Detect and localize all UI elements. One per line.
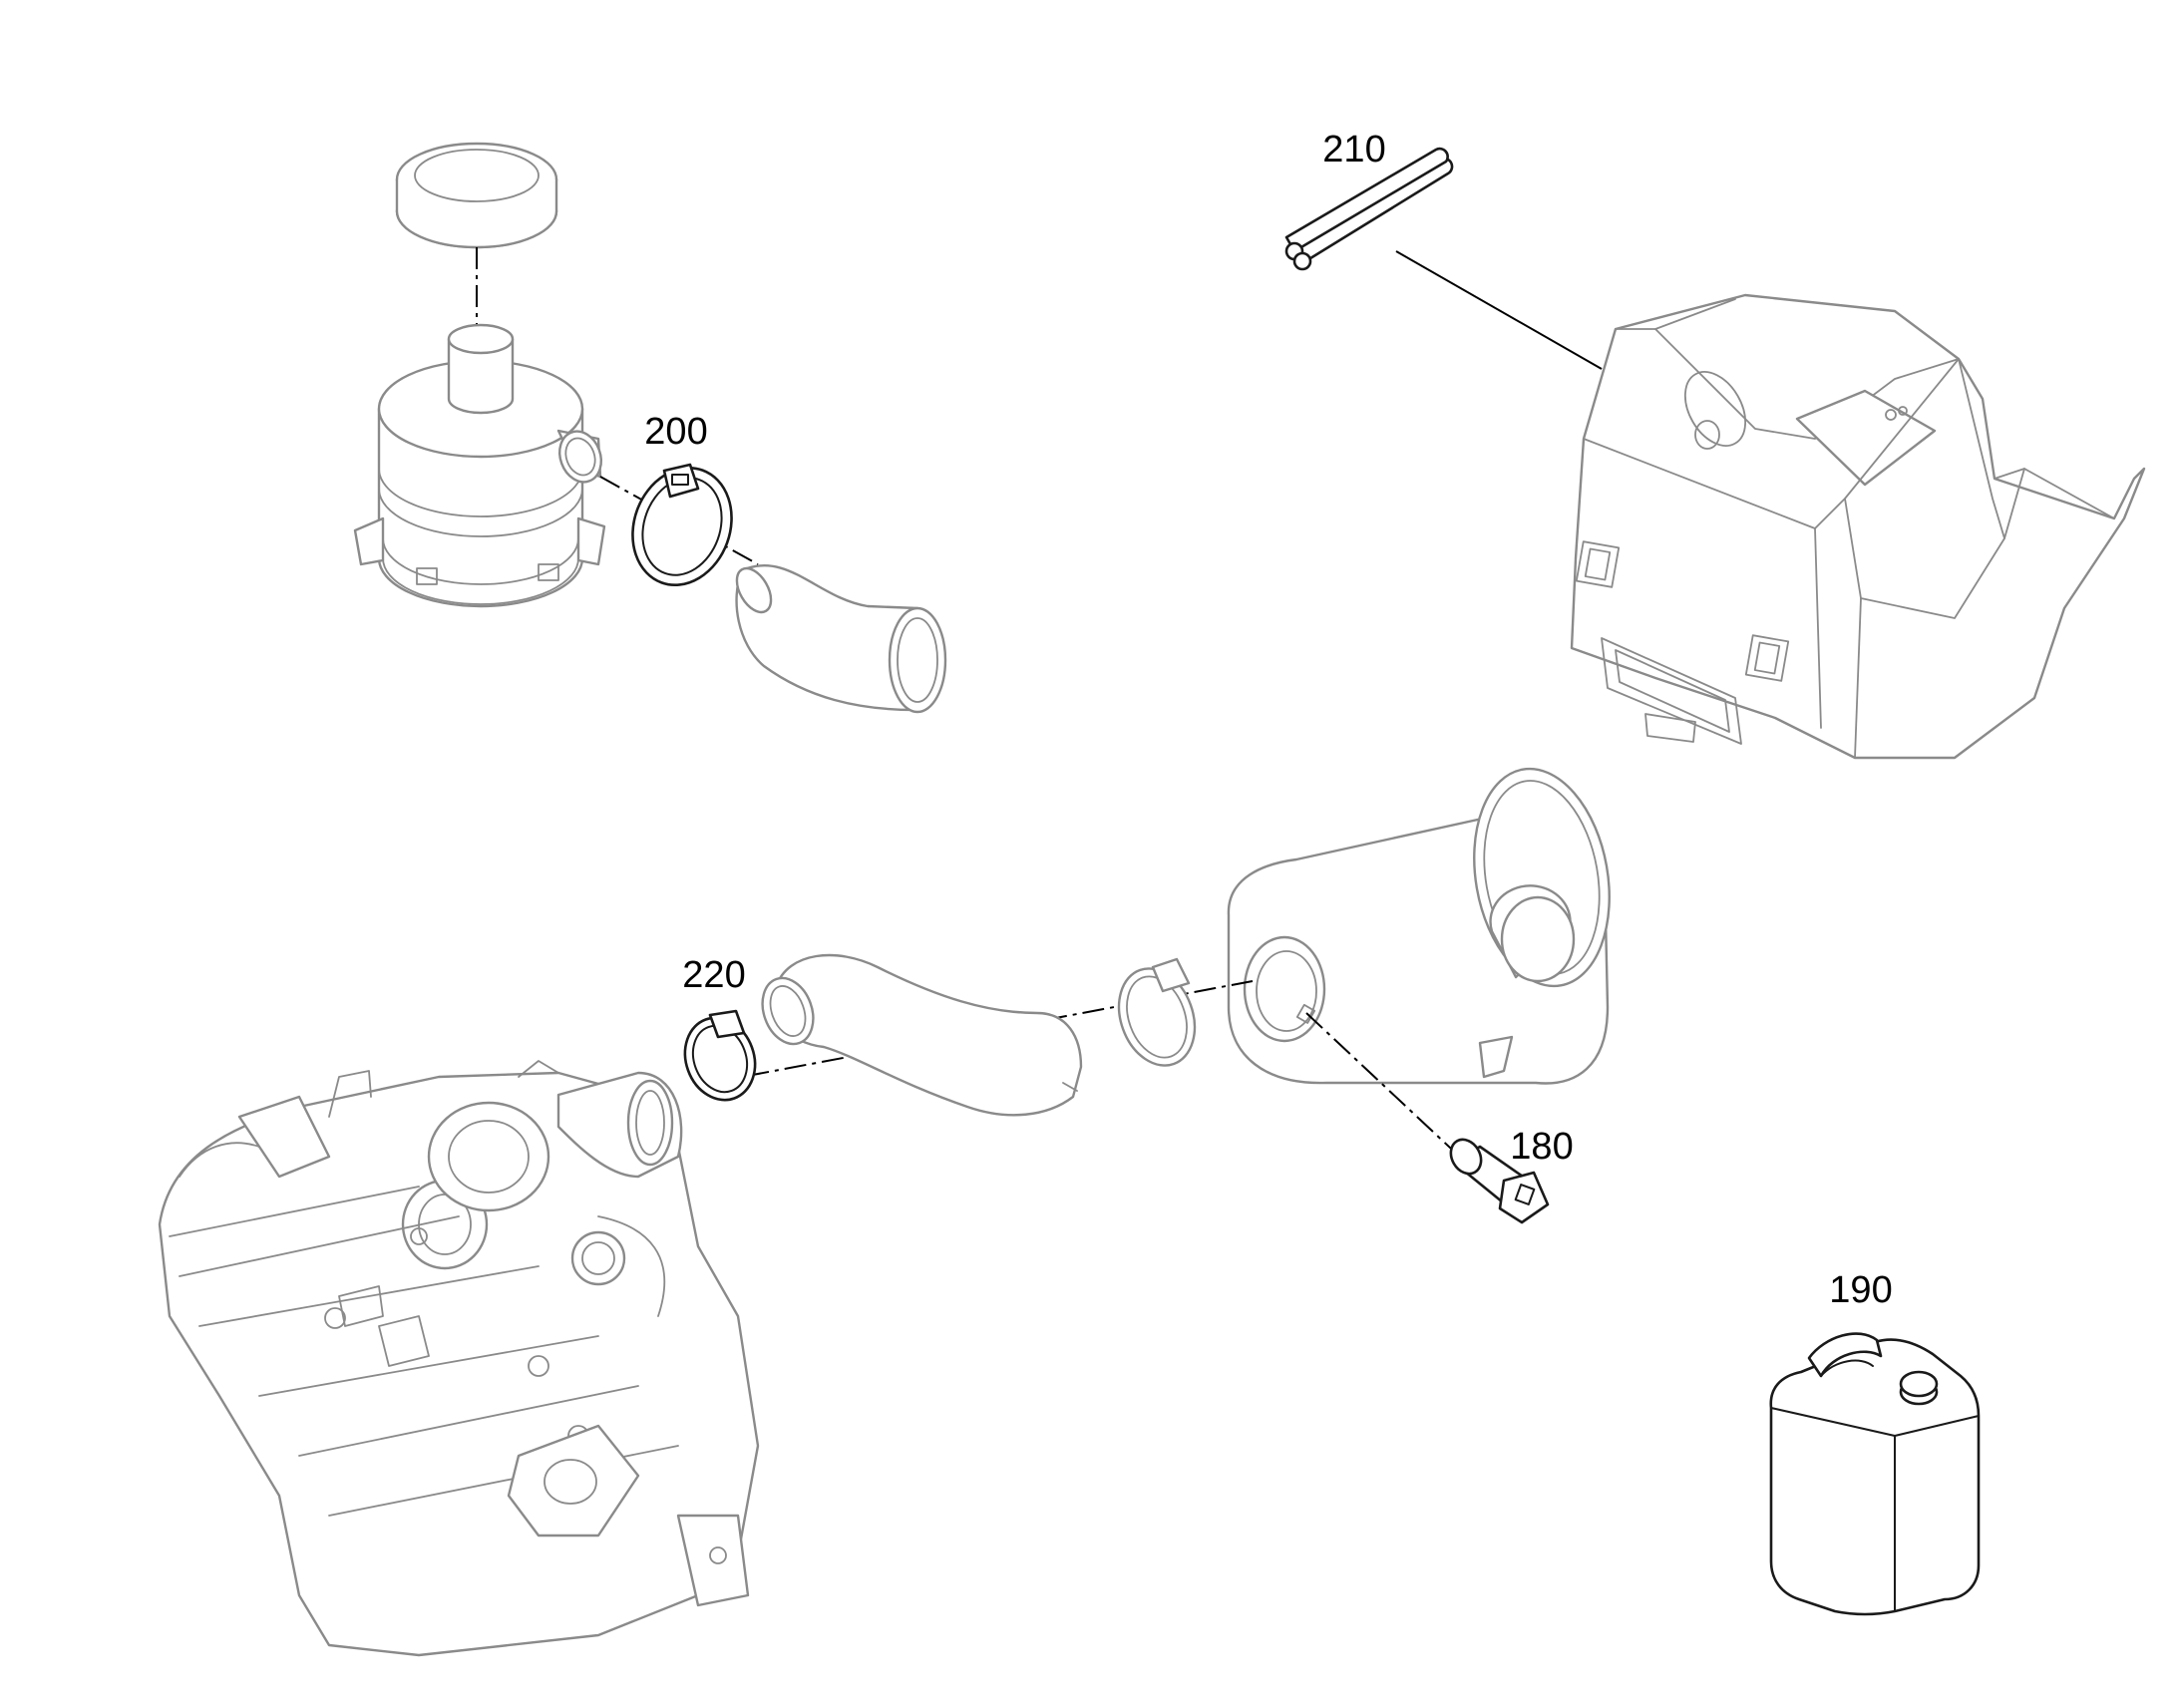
- callout-210: 210: [1322, 129, 1385, 171]
- hose-clamp-lower-right: [1117, 957, 1197, 1067]
- upper-elbow-hose: [735, 564, 947, 714]
- leader-210: [1395, 250, 1603, 370]
- air-filter-assembly: [353, 142, 947, 714]
- callout-180: 180: [1510, 1126, 1573, 1168]
- callout-220: 220: [682, 954, 745, 996]
- lower-hose: [761, 953, 1083, 1117]
- engine-hood: [1570, 293, 2146, 760]
- coolant-canister-190: [1769, 1332, 1981, 1616]
- precleaner-cap: [395, 142, 558, 249]
- engine-block: [158, 1060, 760, 1657]
- hose-clamp-200: [631, 463, 733, 587]
- sensor-centerline: [1305, 1012, 1467, 1164]
- callout-200: 200: [644, 411, 707, 453]
- gasket-strip-210: [1284, 147, 1454, 271]
- lower-air-filter-housing: [1227, 767, 1611, 1085]
- air-filter-housing: [353, 323, 606, 608]
- callout-190: 190: [1829, 1269, 1892, 1311]
- hose-clamp-220: [683, 1009, 757, 1102]
- pressure-sensor-180: [1449, 1138, 1550, 1224]
